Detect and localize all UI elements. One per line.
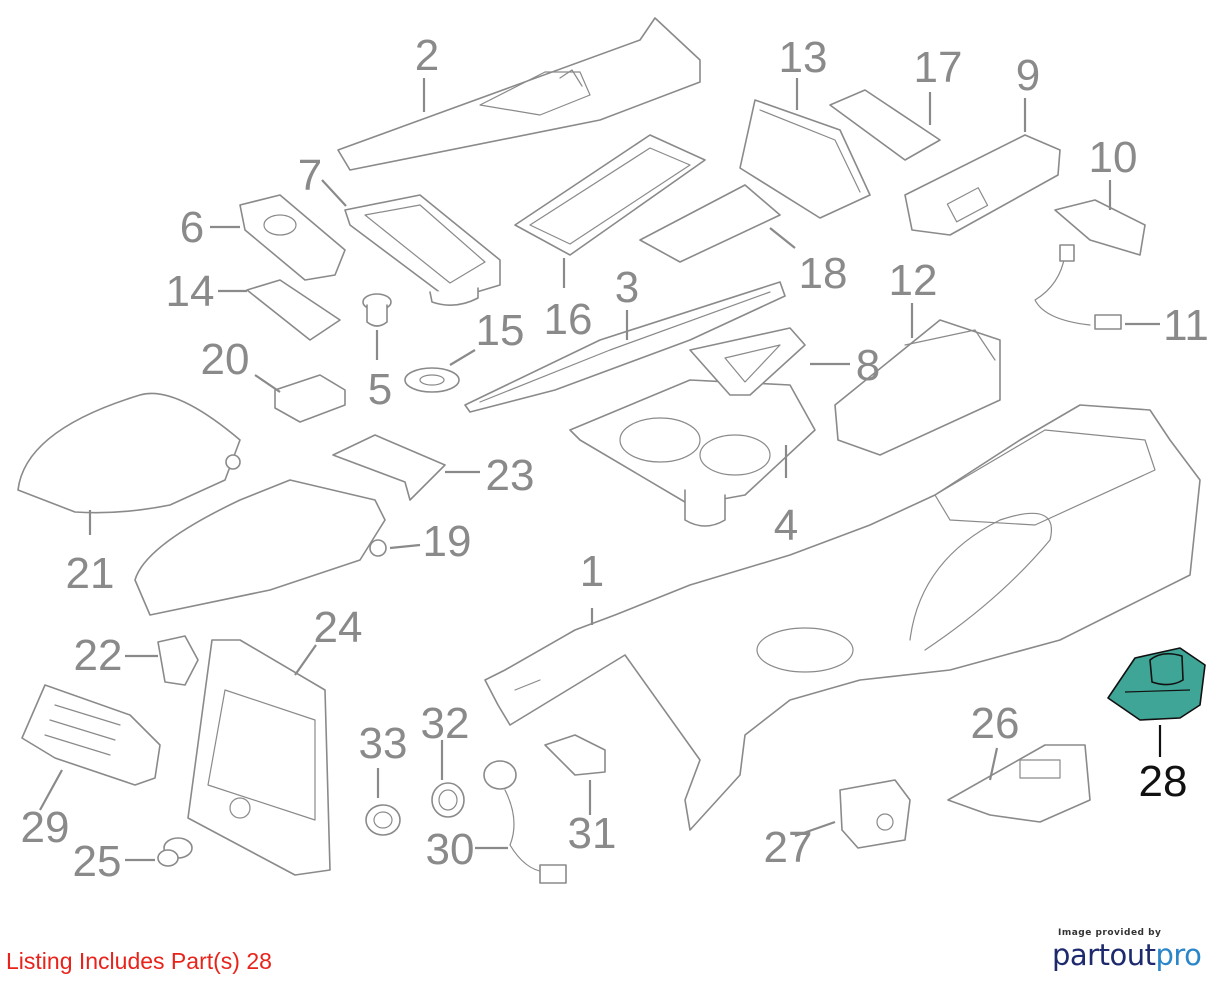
part-12-tray xyxy=(834,319,1001,456)
part-13-bin xyxy=(739,99,871,219)
part-18-mat xyxy=(639,184,781,263)
callout-numbers: 1 2 3 4 5 6 7 8 9 10 11 12 13 14 15 16 1… xyxy=(21,31,1209,886)
callout-11: 11 xyxy=(1163,301,1209,350)
callout-22: 22 xyxy=(74,631,123,680)
part-6-holder xyxy=(239,194,346,281)
callout-19: 19 xyxy=(423,517,472,566)
part-14-mat xyxy=(246,279,341,341)
part-11-wiring xyxy=(1034,244,1122,330)
part-30-socket xyxy=(483,760,567,884)
part-23-cover xyxy=(332,434,446,501)
callout-14: 14 xyxy=(166,267,215,316)
part-20-block xyxy=(274,374,346,423)
part-5-plug xyxy=(362,293,392,327)
part-26-switch-panel xyxy=(947,744,1091,823)
part-19-armrest-base xyxy=(134,479,387,616)
callout-5: 5 xyxy=(368,365,392,414)
callout-28: 28 xyxy=(1139,757,1188,806)
part-32-socket-ring xyxy=(431,782,465,818)
callout-33: 33 xyxy=(359,719,408,768)
callout-24: 24 xyxy=(314,603,363,652)
part-10-bracket xyxy=(1054,199,1146,256)
part-21-armrest-lid xyxy=(17,392,241,514)
callout-8: 8 xyxy=(856,341,880,390)
callout-27: 27 xyxy=(764,823,813,872)
part-25-plug xyxy=(157,837,193,867)
callout-4: 4 xyxy=(774,501,798,550)
callout-10: 10 xyxy=(1089,133,1138,182)
part-4-cupholder-tray xyxy=(569,379,816,527)
part-drawings xyxy=(17,17,1206,884)
callout-29: 29 xyxy=(21,803,70,852)
part-22-clip xyxy=(157,635,199,686)
callout-23: 23 xyxy=(486,451,535,500)
callout-16: 16 xyxy=(544,295,593,344)
part-29-air-vent xyxy=(21,684,161,786)
part-8-bezel xyxy=(689,327,806,396)
callout-3: 3 xyxy=(615,263,639,312)
logo-text-main: partout xyxy=(1052,938,1156,972)
callout-7: 7 xyxy=(298,151,322,200)
callout-1: 1 xyxy=(580,547,604,596)
part-15-washer xyxy=(404,367,460,393)
part-7-tray xyxy=(344,194,501,306)
listing-includes-note: Listing Includes Part(s) 28 xyxy=(6,948,272,974)
callout-9: 9 xyxy=(1016,51,1040,100)
callout-13: 13 xyxy=(779,33,828,82)
callout-25: 25 xyxy=(73,837,122,886)
image-credit: Image provided by partoutpro xyxy=(1052,928,1212,972)
credit-label: Image provided by xyxy=(1058,928,1162,938)
part-2-trim-strip xyxy=(337,17,701,171)
callout-2: 2 xyxy=(415,31,439,80)
part-24-rear-panel xyxy=(187,639,331,876)
callout-15: 15 xyxy=(476,306,525,355)
part-1-console-body xyxy=(484,404,1201,831)
part-17-tray xyxy=(829,89,941,161)
part-28-gear-selector xyxy=(1107,647,1206,721)
callout-32: 32 xyxy=(421,699,470,748)
part-33-socket xyxy=(365,804,401,836)
callout-leaders xyxy=(39,78,1162,862)
part-3-trim-strip xyxy=(464,281,786,413)
logo-text-accent: pro xyxy=(1155,938,1202,972)
partoutpro-logo: partoutpro xyxy=(1052,938,1212,972)
part-16-mat xyxy=(514,134,706,256)
callout-31: 31 xyxy=(568,809,617,858)
callout-21: 21 xyxy=(66,549,115,598)
callout-17: 17 xyxy=(914,43,963,92)
part-9-storage-box xyxy=(904,134,1061,236)
callout-12: 12 xyxy=(889,256,938,305)
part-27-switch xyxy=(839,779,911,849)
callout-26: 26 xyxy=(971,699,1020,748)
part-31-bracket xyxy=(544,734,606,776)
callout-20: 20 xyxy=(201,335,250,384)
callout-18: 18 xyxy=(799,249,848,298)
callout-30: 30 xyxy=(426,825,475,874)
callout-6: 6 xyxy=(180,203,204,252)
